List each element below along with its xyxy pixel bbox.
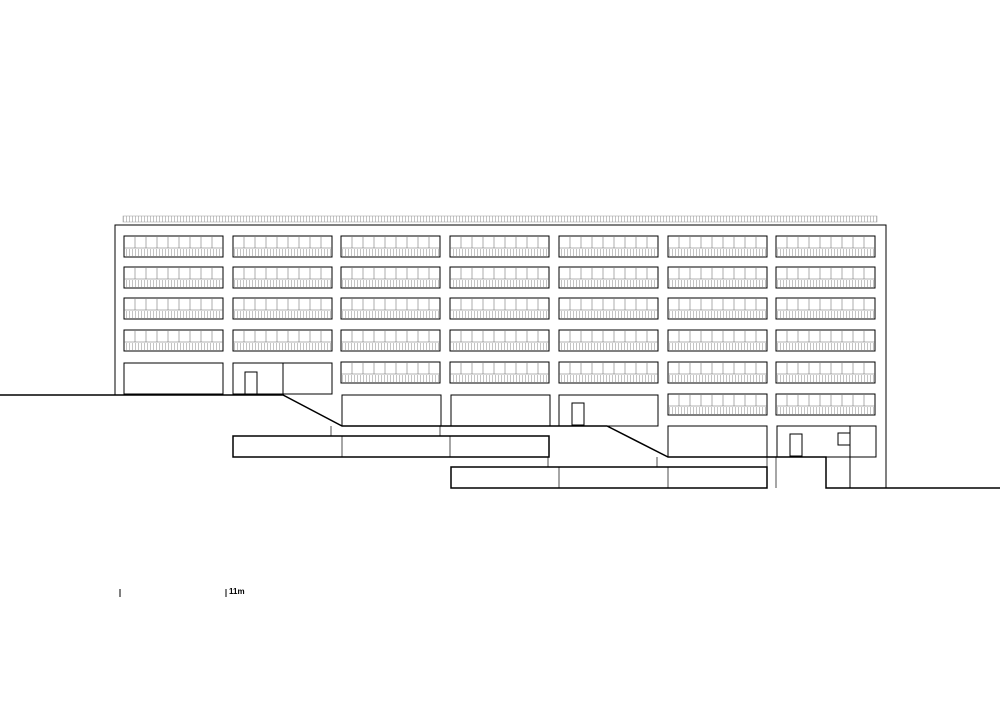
- window-unit: [340, 329, 441, 352]
- window-unit: [558, 329, 659, 352]
- window-unit: [558, 361, 659, 384]
- window-unit: [123, 329, 224, 352]
- window-unit: [775, 297, 876, 320]
- underground-levels: [232, 426, 777, 489]
- ground-opening: [667, 425, 768, 458]
- window-unit: [340, 361, 441, 384]
- window-unit: [449, 361, 550, 384]
- scale-bar: [119, 589, 227, 597]
- window-unit: [449, 329, 550, 352]
- ground-opening: [776, 425, 877, 458]
- roof-parapet: [122, 215, 878, 223]
- window-unit: [123, 266, 224, 289]
- window-unit: [123, 235, 224, 258]
- window-unit: [667, 393, 768, 416]
- window-unit: [558, 235, 659, 258]
- window-unit: [667, 329, 768, 352]
- ground-opening: [558, 394, 659, 427]
- window-unit: [667, 266, 768, 289]
- terrain-line: [0, 394, 1000, 489]
- building-outline: [114, 224, 887, 488]
- scale-bar-label: 11m: [229, 587, 245, 596]
- window-unit: [667, 235, 768, 258]
- window-unit: [232, 329, 333, 352]
- window-unit: [232, 297, 333, 320]
- window-grid: [123, 235, 876, 416]
- window-unit: [449, 266, 550, 289]
- window-unit: [775, 361, 876, 384]
- window-unit: [667, 297, 768, 320]
- ground-opening: [123, 362, 224, 395]
- window-unit: [449, 235, 550, 258]
- window-unit: [775, 266, 876, 289]
- window-unit: [775, 235, 876, 258]
- window-unit: [340, 235, 441, 258]
- lobby-door: [789, 433, 803, 457]
- window-unit: [123, 297, 224, 320]
- window-unit: [232, 266, 333, 289]
- lobby-door: [244, 371, 258, 395]
- window-unit: [667, 361, 768, 384]
- window-unit: [558, 297, 659, 320]
- window-unit: [449, 297, 550, 320]
- lobby-door: [571, 402, 585, 426]
- window-unit: [558, 266, 659, 289]
- window-unit: [775, 393, 876, 416]
- ground-opening: [450, 394, 551, 427]
- vent-box: [837, 432, 851, 446]
- ground-opening: [341, 394, 442, 427]
- basement-level-2: [450, 466, 768, 489]
- window-unit: [232, 235, 333, 258]
- basement-level-1: [232, 435, 550, 458]
- window-unit: [340, 266, 441, 289]
- window-unit: [775, 329, 876, 352]
- window-unit: [340, 297, 441, 320]
